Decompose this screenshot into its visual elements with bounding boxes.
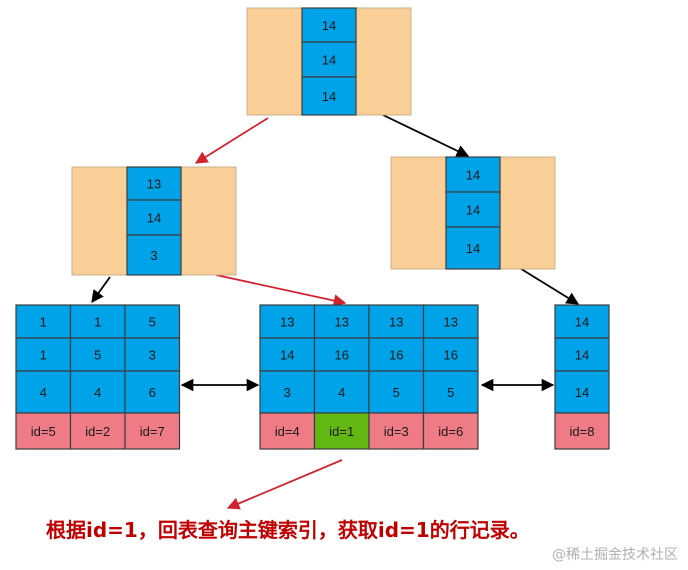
key-label: 6 <box>149 385 156 400</box>
key-cell <box>301 7 357 43</box>
node-pad-left <box>390 156 447 270</box>
node-pad-left <box>246 7 303 116</box>
key-label: 14 <box>575 348 589 363</box>
key-cell <box>301 41 357 78</box>
internal-node-right: 14 14 14 <box>390 156 556 270</box>
arrow-root-to-left <box>194 117 269 164</box>
key-label: 16 <box>389 348 403 363</box>
arrow-left-to-leaf2 <box>215 274 347 307</box>
arrow-left-to-leaf1 <box>91 276 111 304</box>
id-label: id=7 <box>140 424 165 439</box>
arrow-to-caption <box>226 459 343 510</box>
node-pad-right <box>180 166 237 276</box>
key-label: 3 <box>150 248 157 263</box>
key-label: 14 <box>147 211 161 226</box>
key-label: 1 <box>94 315 101 330</box>
key-label: 5 <box>447 385 454 400</box>
key-cell <box>259 370 316 414</box>
leaf-node-2: 13 14 3 id=4 13 16 4 id=1 13 16 5 id=3 13 16 5 id=6 <box>259 304 479 450</box>
node-pad-right <box>355 7 412 116</box>
key-cell <box>69 304 126 339</box>
id-label: id=4 <box>275 424 300 439</box>
key-cell <box>69 337 126 372</box>
key-cell <box>554 370 610 414</box>
id-cell <box>554 412 610 450</box>
key-cell <box>422 337 479 372</box>
key-label: 4 <box>94 385 101 400</box>
key-label: 14 <box>466 241 480 256</box>
key-label: 14 <box>466 168 480 183</box>
watermark: @稀土掘金技术社区 <box>552 547 678 563</box>
key-label: 16 <box>335 348 349 363</box>
id-label: id=3 <box>384 424 409 439</box>
key-label: 3 <box>149 348 156 363</box>
key-cell <box>126 199 182 236</box>
key-cell <box>124 370 181 414</box>
key-label: 14 <box>575 315 589 330</box>
root-node: 14 14 14 <box>246 7 412 116</box>
key-label: 13 <box>280 315 294 330</box>
key-label: 14 <box>322 18 336 33</box>
key-cell <box>15 370 72 414</box>
id-label: id=6 <box>438 424 463 439</box>
key-label: 16 <box>444 348 458 363</box>
id-cell <box>69 412 126 450</box>
key-cell <box>368 304 425 339</box>
id-cell <box>124 412 181 450</box>
key-label: 13 <box>335 315 349 330</box>
leaf-node-3: 14 14 14 id=8 <box>554 304 610 450</box>
key-label: 4 <box>338 385 345 400</box>
key-cell <box>368 337 425 372</box>
key-label: 1 <box>40 315 47 330</box>
arrow-root-to-right <box>382 114 470 157</box>
caption: 根据id=1，回表查询主键索引，获取id=1的行记录。 <box>46 518 530 542</box>
key-cell <box>259 304 316 339</box>
key-label: 4 <box>40 385 47 400</box>
key-cell <box>126 166 182 201</box>
key-cell <box>445 226 501 270</box>
key-label: 5 <box>94 348 101 363</box>
internal-node-left: 13 14 3 <box>71 166 237 276</box>
key-cell <box>301 76 357 116</box>
key-label: 13 <box>444 315 458 330</box>
key-label: 14 <box>466 203 480 218</box>
id-cell <box>422 412 479 450</box>
key-cell <box>126 234 182 276</box>
key-cell <box>313 304 370 339</box>
key-label: 14 <box>322 53 336 68</box>
id-label: id=8 <box>570 424 595 439</box>
id-label: id=1 <box>329 424 354 439</box>
key-label: 14 <box>575 385 589 400</box>
arrow-right-to-leaf3 <box>517 266 580 305</box>
key-cell <box>124 304 181 339</box>
key-cell <box>422 370 479 414</box>
key-cell <box>15 337 72 372</box>
key-cell <box>445 156 501 193</box>
key-label: 5 <box>149 315 156 330</box>
key-cell <box>313 337 370 372</box>
id-label: id=5 <box>31 424 56 439</box>
key-label: 14 <box>280 348 294 363</box>
key-label: 3 <box>284 385 291 400</box>
key-cell <box>554 304 610 339</box>
leaf-node-1: 1 1 4 id=5 1 5 4 id=2 5 3 6 id=7 <box>15 304 181 450</box>
id-cell <box>368 412 425 450</box>
id-label: id=2 <box>85 424 110 439</box>
key-cell <box>422 304 479 339</box>
key-cell <box>259 337 316 372</box>
key-label: 13 <box>389 315 403 330</box>
key-label: 1 <box>40 348 47 363</box>
node-pad-left <box>71 166 128 276</box>
node-pad-right <box>499 156 556 270</box>
key-label: 5 <box>393 385 400 400</box>
key-label: 13 <box>147 177 161 192</box>
key-label: 14 <box>322 89 336 104</box>
